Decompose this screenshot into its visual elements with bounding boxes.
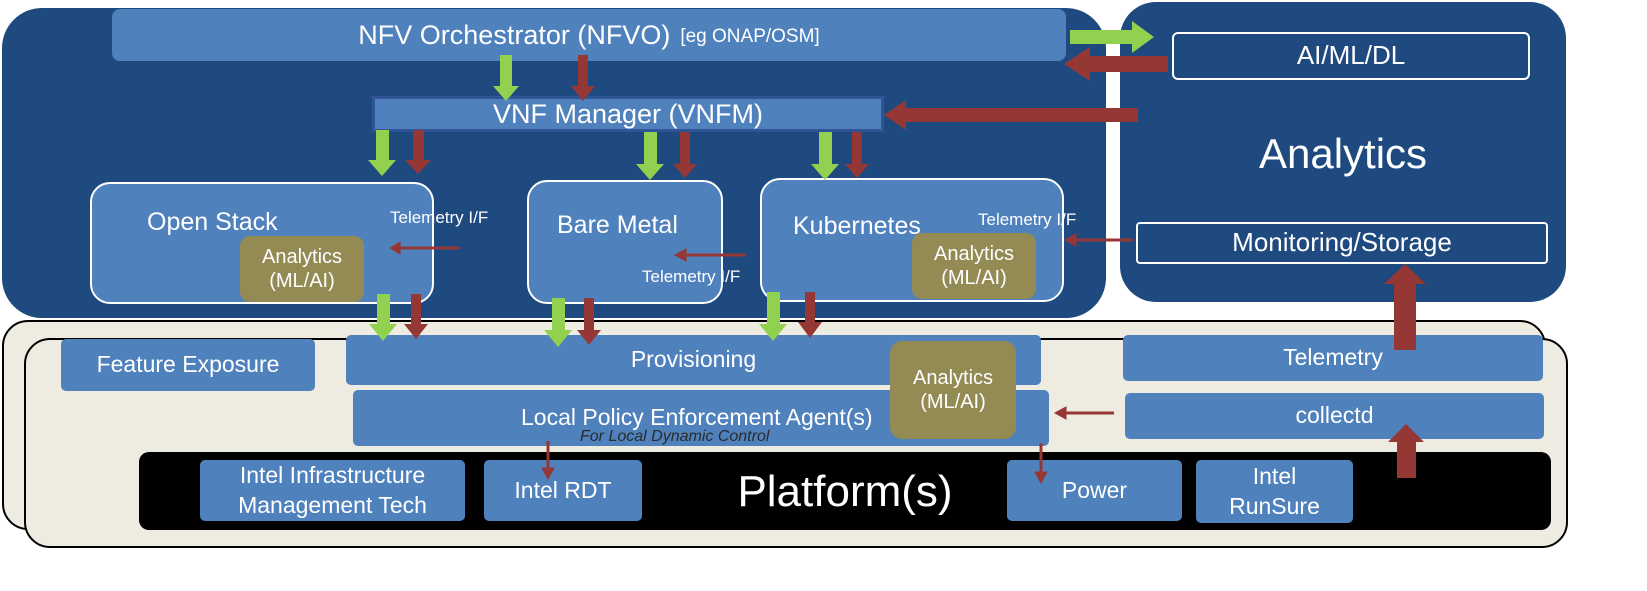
- analytics-openstack: Analytics (ML/AI): [240, 236, 364, 302]
- vim-openstack-name: Open Stack: [147, 208, 278, 236]
- vim-baremetal-telemetry: Telemetry I/F: [642, 267, 741, 286]
- green-down-arrow: [636, 132, 664, 180]
- red-left-arrow: [1064, 47, 1168, 81]
- nfvo-box: NFV Orchestrator (NFVO) [eg ONAP/OSM]: [112, 9, 1066, 61]
- platform-item-rdt: Intel RDT: [484, 460, 642, 521]
- vnfm-label: VNF Manager (VNFM): [492, 98, 764, 129]
- vim-to-node-arrows: [369, 292, 822, 347]
- green-down-arrow: [759, 292, 787, 341]
- vim-baremetal: Bare Metal: [527, 180, 723, 304]
- vim-kubernetes-name: Kubernetes: [793, 212, 921, 240]
- vnfm-box: VNF Manager (VNFM): [372, 96, 884, 132]
- local-policy-label: Local Policy Enforcement Agent(s): [521, 404, 873, 430]
- vim-kubernetes-telemetry: Telemetry I/F: [978, 210, 1077, 229]
- green-down-arrow: [544, 298, 572, 347]
- green-down-arrow: [368, 130, 396, 176]
- green-down-arrow: [493, 55, 519, 101]
- platform-item-iimt: Intel Infrastructure Management Tech: [200, 460, 465, 521]
- feature-exposure-box: Feature Exposure: [61, 339, 315, 391]
- nfvo-to-vnfm-arrows: [493, 55, 595, 101]
- analytics-title: Analytics: [1258, 129, 1428, 177]
- analytics-kubernetes: Analytics (ML/AI): [912, 233, 1036, 299]
- red-down-arrow: [404, 294, 428, 339]
- platform-title: Platform(s): [737, 466, 953, 516]
- collectd-box: collectd: [1125, 393, 1544, 439]
- telemetry-thin-arrows: [389, 233, 1133, 485]
- nfvo-subtitle: [eg ONAP/OSM]: [680, 25, 820, 47]
- red-down-arrow: [577, 298, 601, 345]
- analytics-node: Analytics (ML/AI): [890, 341, 1016, 439]
- green-down-arrow: [811, 132, 839, 180]
- local-policy-note: For Local Dynamic Control: [580, 428, 770, 445]
- nfvo-title: NFV Orchestrator (NFVO): [358, 19, 671, 50]
- green-right-arrow: [1070, 21, 1154, 53]
- red-up-arrow-telemetry: [1384, 264, 1426, 350]
- ai-ml-dl-box: AI/ML/DL: [1172, 32, 1530, 80]
- vnfm-to-vim-arrows: [368, 130, 869, 180]
- monitoring-storage-box: Monitoring/Storage: [1136, 222, 1548, 264]
- red-down-arrow: [845, 132, 869, 178]
- platform-item-power: Power: [1007, 460, 1182, 521]
- red-down-arrow: [673, 132, 697, 178]
- platform-item-runsure: Intel RunSure: [1196, 460, 1353, 523]
- red-left-arrow-vnfm: [884, 100, 1138, 130]
- red-down-arrow: [571, 55, 595, 101]
- telemetry-box: Telemetry: [1123, 335, 1543, 381]
- green-down-arrow: [369, 294, 397, 341]
- red-down-arrow: [405, 130, 431, 174]
- red-up-arrow-collectd: [1388, 424, 1424, 478]
- red-down-arrow: [798, 292, 822, 338]
- vim-baremetal-name: Bare Metal: [557, 211, 678, 239]
- vim-openstack-telemetry: Telemetry I/F: [390, 208, 489, 227]
